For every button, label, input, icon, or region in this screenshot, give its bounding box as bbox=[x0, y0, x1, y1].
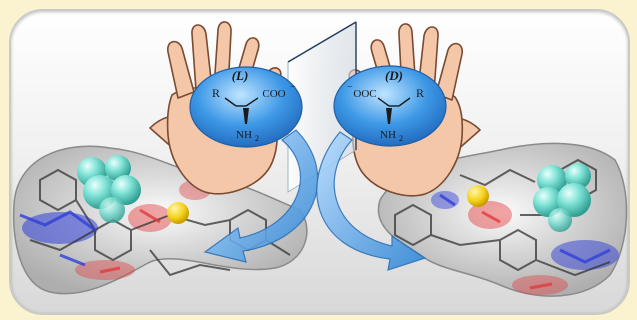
left-metal-center bbox=[167, 202, 189, 224]
right-r-group: R bbox=[416, 86, 424, 100]
right-carboxylate: OOC bbox=[353, 88, 376, 100]
left-config-label: (L) bbox=[232, 68, 249, 83]
left-carboxylate: COO bbox=[262, 88, 285, 100]
left-amine: NH bbox=[236, 129, 252, 141]
right-amine-subscript: 2 bbox=[399, 134, 403, 143]
left-amine-subscript: 2 bbox=[255, 134, 259, 143]
left-carboxylate-charge: − bbox=[290, 82, 296, 93]
right-config-label: (D) bbox=[385, 68, 403, 83]
right-amine: NH bbox=[380, 129, 396, 141]
left-r-group: R bbox=[212, 86, 220, 100]
right-carboxylate-charge: − bbox=[347, 82, 353, 93]
right-metal-center bbox=[467, 185, 489, 207]
